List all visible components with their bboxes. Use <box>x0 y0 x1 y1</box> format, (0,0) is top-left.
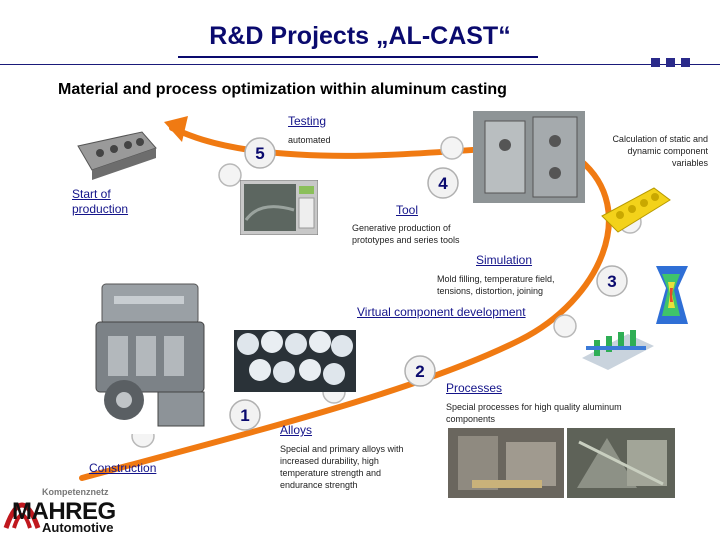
engine-assembly-image <box>84 272 216 434</box>
virtual-development-label[interactable]: Virtual component development <box>357 305 526 319</box>
page-title: R&D Projects „AL-CAST“ <box>209 22 511 50</box>
step-number-1: 1 <box>240 406 249 425</box>
tool-description: Generative production of prototypes and … <box>352 223 460 245</box>
start-of-production-label[interactable]: Start of production <box>72 187 129 216</box>
arrow-head <box>164 116 188 142</box>
decor-square <box>681 58 690 67</box>
cylinder-head-image <box>72 126 160 181</box>
simulation-description: Mold filling, temperature field, tension… <box>437 274 555 296</box>
mold-filling-image <box>578 320 658 372</box>
stress-simulation-image <box>648 260 694 330</box>
step-circle-4 <box>427 167 459 199</box>
simulation-label[interactable]: Simulation <box>476 253 533 267</box>
logo-tagline: Kompetenznetz <box>42 487 109 497</box>
decor-line <box>0 64 720 65</box>
engine-block-cad-image <box>598 182 674 238</box>
title-underline <box>178 56 538 58</box>
logo-subname: Automotive <box>42 520 114 535</box>
processes-description: Special processes for high quality alumi… <box>446 402 622 424</box>
casting-process-image-2 <box>567 428 675 498</box>
decor-square <box>651 58 660 67</box>
step-number-2: 2 <box>415 362 424 381</box>
testing-label[interactable]: Testing <box>288 114 327 128</box>
step-number-3: 3 <box>607 272 616 291</box>
aluminum-ingots-image <box>234 330 356 392</box>
construction-label[interactable]: Construction <box>89 461 157 475</box>
step-circle-5 <box>244 137 276 169</box>
step-number-5: 5 <box>255 144 264 163</box>
casting-process-image-1 <box>448 428 564 498</box>
alloys-description: Special and primary alloys with increase… <box>280 444 404 490</box>
decor-square <box>666 58 675 67</box>
test-rig-image <box>473 111 585 203</box>
node-dot <box>553 314 577 338</box>
step-circle-2 <box>404 355 436 387</box>
step-circles <box>229 137 628 431</box>
step-circle-1 <box>229 399 261 431</box>
tool-label[interactable]: Tool <box>396 203 419 217</box>
microscope-screen-image <box>240 180 318 235</box>
testing-description: Calculation of static and dynamic compon… <box>612 134 708 168</box>
node-dot <box>218 163 242 187</box>
processes-label[interactable]: Processes <box>446 381 503 395</box>
alloys-label[interactable]: Alloys <box>280 423 313 437</box>
node-dot <box>440 136 464 160</box>
step-number-4: 4 <box>438 174 448 193</box>
subtitle: Material and process optimization within… <box>58 81 507 98</box>
testing-automated-note: automated <box>288 135 331 145</box>
logo-name: MAHREG <box>12 498 116 525</box>
logo-emblem-icon <box>3 502 41 529</box>
step-circle-3 <box>596 265 628 297</box>
